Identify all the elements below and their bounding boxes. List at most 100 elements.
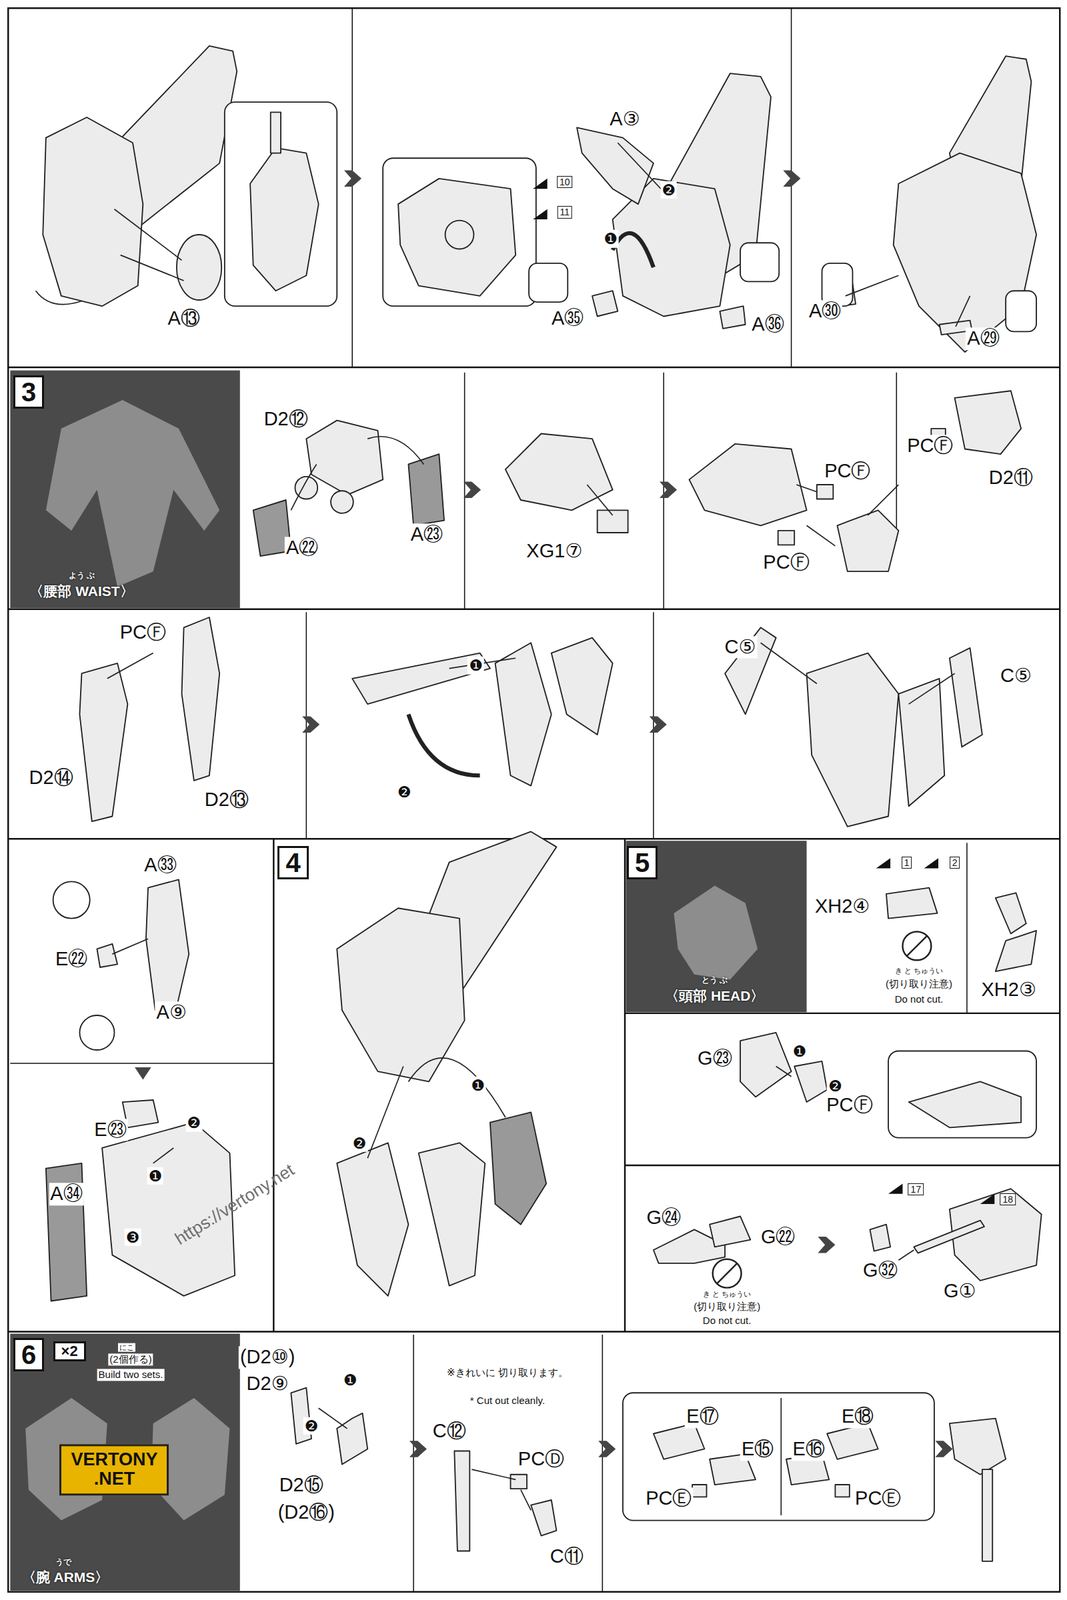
part-drawing [886, 888, 938, 919]
gate-mark-icon [980, 1194, 995, 1205]
panel-frame [306, 612, 308, 839]
gate-number: 18 [999, 1193, 1016, 1206]
part-label: A⑨ [155, 1001, 189, 1024]
header-image [10, 370, 240, 609]
step-number: 4 [285, 848, 301, 878]
leader-line [955, 296, 970, 327]
part-label: A㊱ [750, 313, 785, 336]
step-number: ❸ [124, 1228, 142, 1246]
leader-line [471, 1469, 516, 1480]
part-drawing [908, 1081, 1021, 1128]
divider-line [780, 1398, 783, 1516]
panel-frame [896, 372, 898, 542]
part-drawing [622, 1393, 935, 1521]
part-label: C⑫ [431, 1420, 468, 1443]
part-drawing [995, 930, 1037, 972]
panel-frame [8, 1331, 1060, 1333]
part-drawing [551, 638, 613, 735]
furigana: き と ちゅうい [893, 966, 945, 976]
part-drawing [719, 306, 745, 329]
part-drawing [816, 484, 833, 499]
step-arrow [934, 1441, 953, 1458]
part-label: D2⑮ [278, 1474, 325, 1497]
step-number: ❶ [791, 1042, 809, 1061]
step-number-box: ×2 [53, 1341, 87, 1362]
gate-number: 10 [556, 175, 573, 188]
leader-line [367, 436, 424, 465]
part-drawing [398, 178, 516, 297]
step-number-box: 3 [13, 375, 45, 409]
step-number: ❷ [660, 181, 678, 199]
panel-frame [662, 372, 665, 610]
part-drawing [592, 290, 618, 317]
header-image [674, 886, 759, 981]
part-label: E⑯ [790, 1438, 826, 1461]
note-text: (切り取り注意) [884, 978, 954, 990]
part-label: E⑮ [740, 1438, 775, 1461]
step-arrow [817, 1237, 835, 1254]
section-title: 〈頭部 HEAD〉 [664, 988, 765, 1005]
part-label: A㉙ [965, 328, 1001, 351]
part-drawing [454, 1451, 470, 1552]
step-number-box: 5 [626, 846, 658, 880]
watermark-logo: VERTONY .NET [59, 1444, 169, 1496]
part-drawing [597, 510, 629, 533]
leader-line [36, 142, 971, 1511]
gate-mark-icon [532, 178, 547, 189]
part-label: E㉒ [54, 948, 89, 971]
part-label: PCⒻ [905, 434, 955, 457]
furigana: にこ [118, 1343, 136, 1353]
divider-line [780, 1398, 783, 1516]
step-number: 6 [21, 1340, 37, 1370]
gate-mark-icon [532, 178, 995, 1205]
step-number: ❷ [396, 783, 413, 801]
part-drawing [306, 420, 383, 496]
gate-mark-icon [888, 1184, 903, 1195]
part-drawing [740, 1032, 792, 1098]
step-arrow [649, 716, 667, 733]
part-label: C⑤ [723, 636, 758, 659]
leader-line [114, 209, 182, 261]
leader-line [867, 484, 899, 516]
part-drawing [382, 158, 537, 307]
leader-line [408, 714, 480, 776]
part-drawing [418, 1143, 486, 1286]
panel-frame [8, 366, 1060, 369]
part-drawing [96, 944, 118, 968]
gate-number: 11 [556, 206, 573, 219]
part-label: A㉓ [409, 524, 445, 547]
part-drawing [270, 112, 281, 153]
leader-line [520, 1490, 531, 1512]
part-drawing [898, 678, 945, 807]
leader-line [367, 1066, 404, 1159]
part-drawing [949, 1419, 1006, 1476]
panel-frame [464, 372, 466, 610]
part-label: G㉜ [861, 1260, 899, 1283]
part-label: D2⑬ [203, 789, 251, 812]
part-drawing [893, 153, 1037, 353]
part-drawing [837, 510, 899, 572]
leader-line [617, 142, 664, 192]
part-label: PCⒻ [824, 1095, 874, 1118]
leader-line [796, 484, 817, 493]
part-label: D2⑭ [28, 766, 75, 789]
leader-line [908, 673, 955, 705]
part-drawing [740, 242, 779, 282]
part-label: E㉓ [92, 1119, 128, 1142]
note-text: (2個作る) [108, 1354, 153, 1366]
part-drawing [778, 530, 795, 545]
part-label: PCⒻ [761, 551, 811, 574]
do-not-cut-icon [902, 931, 931, 961]
do-not-cut-icon [716, 1263, 738, 1285]
step-number: ❶ [602, 230, 619, 248]
step-arrow [344, 170, 362, 187]
part-drawing [954, 390, 1022, 455]
furigana: とう ぶ [701, 976, 728, 986]
section-title: 〈腰部 WAIST〉 [29, 582, 134, 599]
part-label: C⑤ [998, 664, 1033, 687]
step-number: ❷ [186, 1114, 203, 1132]
leader-line [120, 255, 185, 281]
leader-line [107, 653, 154, 679]
part-drawing [653, 1423, 705, 1460]
part-drawing [1005, 290, 1037, 332]
